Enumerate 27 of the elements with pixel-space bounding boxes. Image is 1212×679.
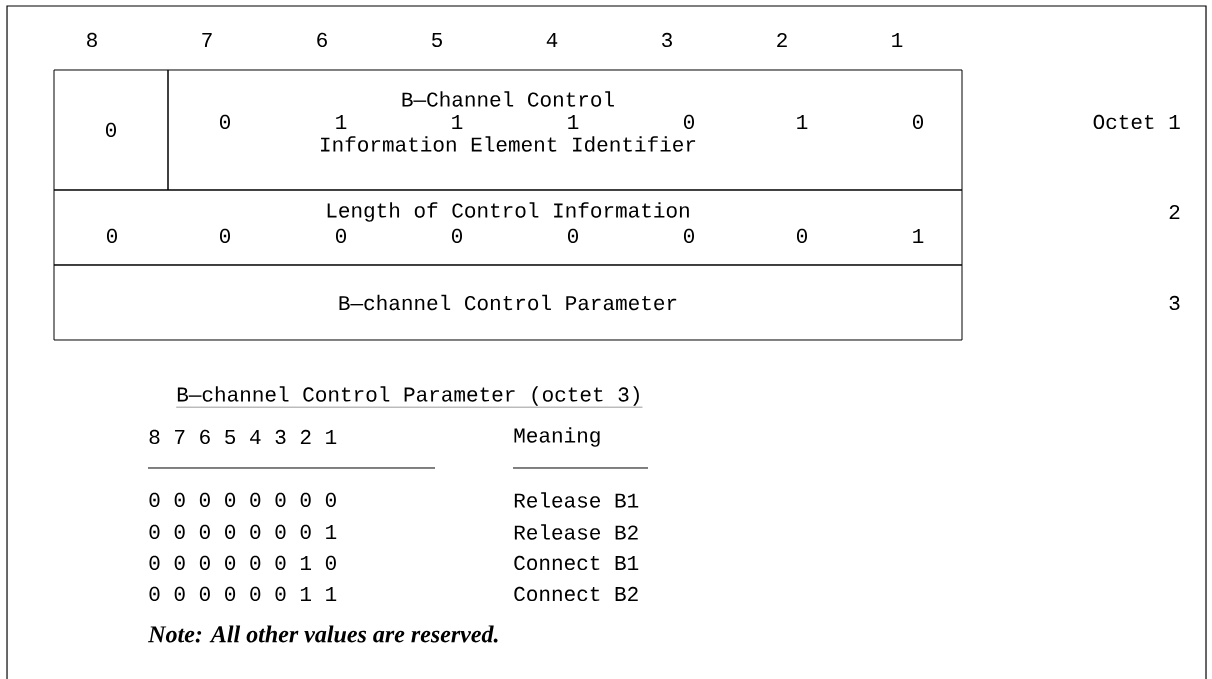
bit-pattern: 0 0 0 0 0 0 0 1	[149, 524, 337, 540]
bit-number: 7	[202, 33, 212, 47]
field-cell: Length of Control Information 0 0 0 0 0 0 0 1	[53, 189, 963, 266]
octet-number: 2	[1169, 204, 1180, 219]
note: Note: All other values are reserved.	[148, 625, 498, 643]
table-cell: Connect B2	[514, 586, 638, 602]
bit-pattern: 0 0 0 0 0 0 1 0	[149, 555, 336, 571]
table-title: B—channel Control Parameter (octet 3)	[176, 386, 643, 408]
table-cell: Release B2	[514, 524, 638, 540]
table-cell: Release B1	[514, 492, 639, 508]
bit-number: 5	[432, 33, 442, 47]
bit-number: 3	[662, 32, 672, 48]
table-cell: Connect B1	[514, 555, 639, 571]
column-header: 8 7 6 5 4 3 2 1	[149, 429, 337, 445]
bit-number: 6	[317, 32, 327, 48]
bit-number: 2	[777, 32, 787, 47]
field-cell: B—channel Control Parameter	[53, 264, 963, 341]
column-header: Meaning	[514, 427, 600, 447]
bit-pattern: 0 0 0 0 0 0 0 0	[149, 492, 336, 508]
bit-number: 1	[892, 33, 903, 47]
bit-cell: 0	[53, 69, 169, 191]
bit-number: 4	[546, 33, 558, 47]
octet-number: Octet 1	[1093, 114, 1180, 130]
bit-pattern: 0 0 0 0 0 0 1 1	[149, 586, 337, 602]
octet-number: 3	[1169, 295, 1180, 311]
bit-number: 8	[87, 32, 97, 48]
field-cell: B—Channel Control 0 1 1 1 0 1 0 Information Element Identifier	[167, 69, 963, 191]
